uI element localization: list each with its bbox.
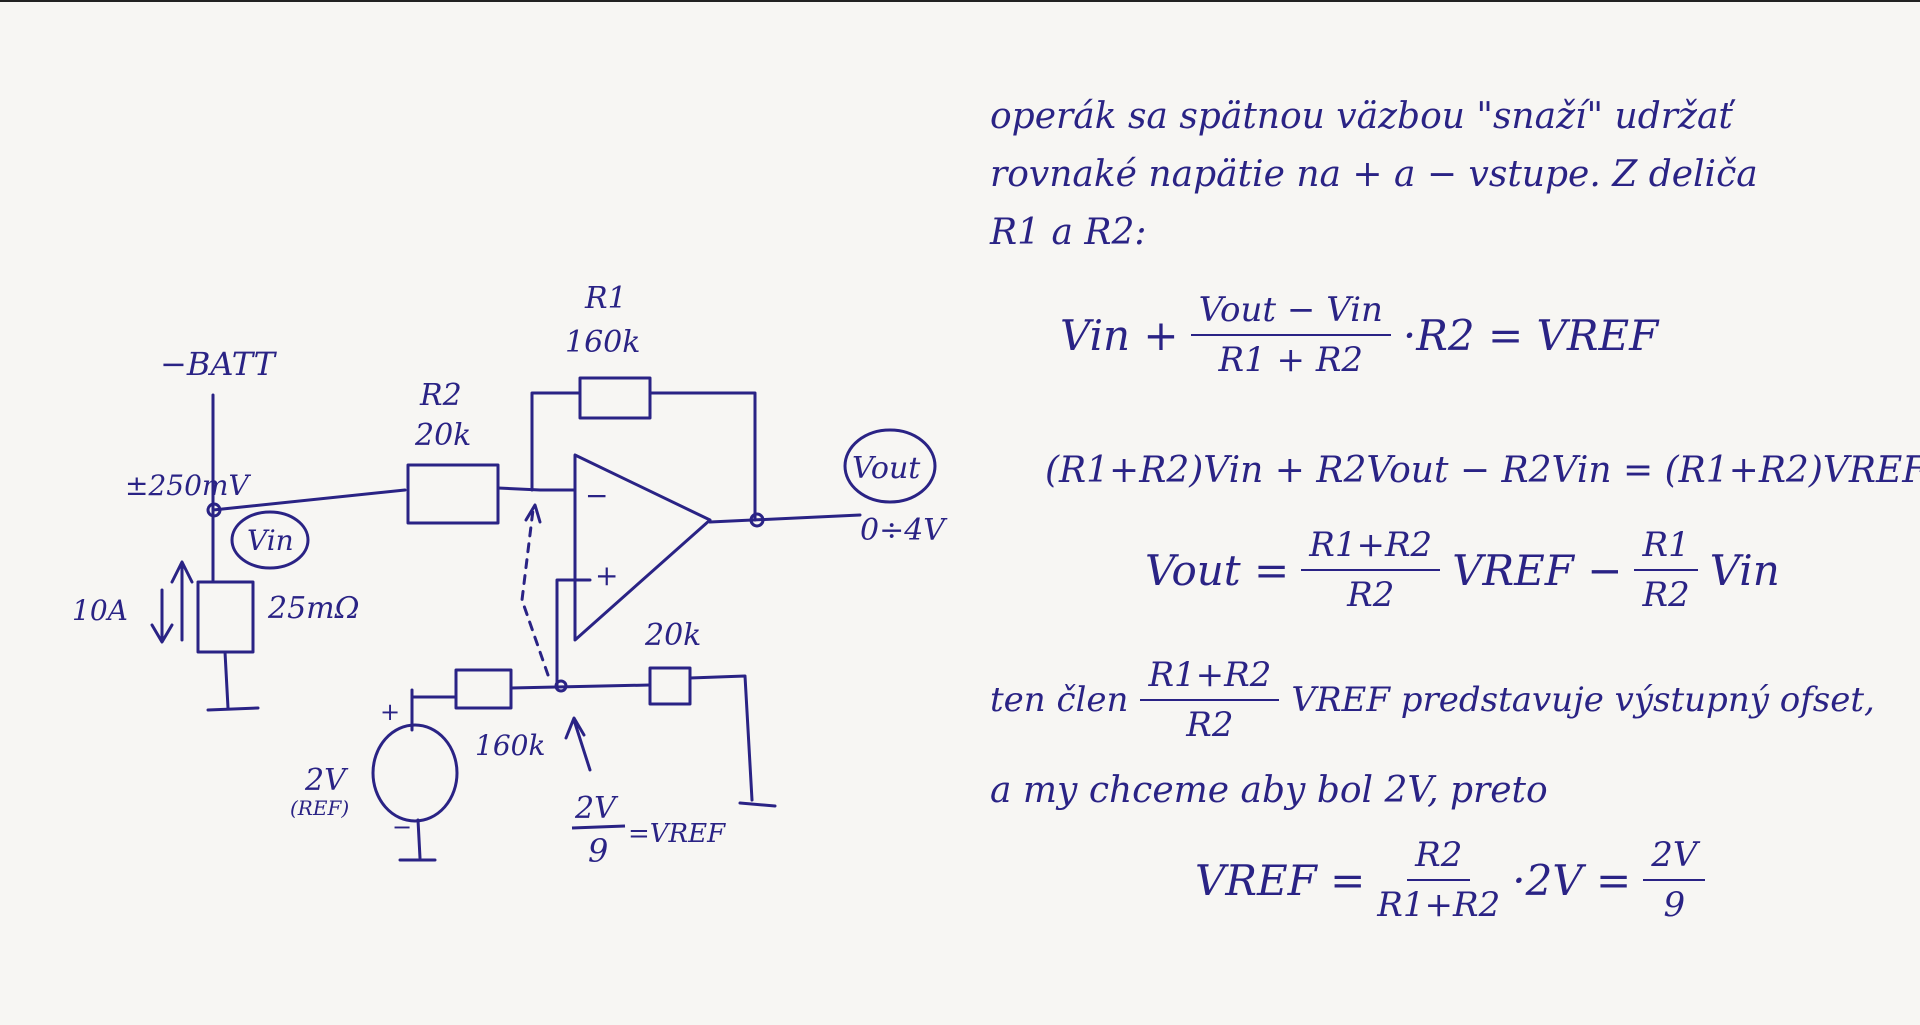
vout-label: Vout [852, 451, 921, 486]
ground-shunt [206, 706, 260, 712]
note-line-1: operák sa spätnou väzbou "snaží" udržať [990, 96, 1733, 137]
vin-label: Vin [247, 524, 294, 557]
equation-4: ten člen R1+R2 R2 VREF predstavuje výstu… [990, 655, 1875, 745]
shunt-label: 25mΩ [267, 591, 360, 626]
output-node [749, 512, 765, 528]
eq6-denominator-2: 9 [1663, 885, 1686, 925]
eq6-fraction-2: 2V 9 [1643, 835, 1706, 925]
divider-wire-mid [509, 683, 652, 690]
equation-6: VREF = R2 R1+R2 ·2V = 2V 9 [1195, 835, 1717, 925]
eq4-pre: ten člen [990, 680, 1129, 720]
ref-minus-label: − [392, 813, 412, 841]
eq4-numerator: R1+R2 [1140, 655, 1280, 701]
div-top-resistor [454, 668, 513, 710]
eq4-post: VREF predstavuje výstupný ofset, [1291, 680, 1875, 720]
ref-plus-label: + [380, 698, 400, 726]
eq6-denominator-1: R1+R2 [1377, 885, 1501, 925]
current-label: 10A [72, 594, 128, 627]
output-wire [708, 513, 862, 524]
eq1-numerator: Vout − Vin [1190, 290, 1391, 336]
ref-source-bottom-wire [416, 818, 422, 860]
vref-arrow [564, 716, 592, 772]
eq3-mid: VREF − [1452, 545, 1623, 595]
eq3-right: Vin [1709, 545, 1780, 595]
eq6-mid: ·2V = [1512, 855, 1632, 905]
eq3-fraction-1: R1+R2 R2 [1301, 525, 1441, 615]
vout-range-label: 0÷4V [860, 513, 948, 548]
eq3-denominator-1: R2 [1347, 575, 1395, 615]
equation-2: (R1+R2)Vin + R2Vout − R2Vin = (R1+R2)VRE… [1045, 450, 1920, 491]
r2-value-label: 20k [414, 418, 471, 453]
note-line-2: rovnaké napätie na + a − vstupe. Z delič… [990, 154, 1758, 195]
batt-label: −BATT [160, 345, 278, 383]
scan-top-edge [0, 0, 1920, 2]
dotted-arrow-head [524, 503, 542, 524]
eq1-denominator: R1 + R2 [1218, 340, 1364, 380]
ref-source-tag-label: (REF) [290, 796, 349, 820]
feedback-wire-right [648, 391, 757, 522]
current-arrow-up [170, 560, 194, 642]
batt-voltage-label: ±250mV [125, 469, 251, 502]
eq3-fraction-2: R1 R2 [1634, 525, 1698, 615]
vref-eq-label: =VREF [628, 819, 726, 849]
vref-frac-line [571, 824, 626, 830]
eq6-fraction-1: R2 R1+R2 [1377, 835, 1500, 925]
equation-3: Vout = R1+R2 R2 VREF − R1 R2 Vin [1145, 525, 1780, 615]
shunt-resistor [196, 580, 255, 654]
eq6-numerator-1: R2 [1407, 835, 1471, 881]
note-line-3: R1 a R2: [990, 212, 1147, 253]
div-bottom-value-label: 20k [644, 618, 701, 653]
equation-5: a my chceme aby bol 2V, preto [990, 770, 1548, 811]
r1-resistor [578, 376, 652, 420]
r1-name-label: R1 [584, 281, 627, 316]
div-top-value-label: 160k [475, 729, 545, 762]
eq4-denominator: R2 [1186, 705, 1234, 745]
vref-num-label: 2V [574, 791, 619, 826]
eq2-text: (R1+R2)Vin + R2Vout − R2Vin = (R1+R2)VRE… [1045, 450, 1920, 491]
vin-node [206, 502, 222, 518]
divider-node [554, 679, 568, 693]
eq4-fraction: R1+R2 R2 [1140, 655, 1280, 745]
r2-name-label: R2 [419, 378, 462, 413]
r2-to-minus-wire [496, 486, 577, 492]
r1-value-label: 160k [565, 325, 640, 360]
eq1-right: ·R2 = VREF [1402, 310, 1659, 360]
eq3-numerator-1: R1+R2 [1301, 525, 1441, 571]
current-arrow-down [150, 588, 174, 644]
vin-circle [230, 510, 310, 570]
ground-right [738, 801, 777, 808]
eq3-denominator-2: R2 [1642, 575, 1690, 615]
eq3-numerator-2: R1 [1634, 525, 1698, 571]
eq6-left: VREF = [1195, 855, 1366, 905]
r2-resistor [406, 463, 500, 525]
eq1-fraction: Vout − Vin R1 + R2 [1190, 290, 1391, 380]
eq6-numerator-2: 2V [1643, 835, 1706, 881]
divider-wire-right [688, 674, 754, 802]
explanation-note: operák sa spätnou väzbou "snaží" udržať … [990, 88, 1850, 262]
shunt-ground-wire [223, 650, 230, 710]
opamp-body [573, 453, 712, 642]
feedback-wire-left [530, 391, 582, 492]
plus-input-wire [555, 578, 592, 687]
ref-source [371, 723, 459, 823]
opamp-plus-label: + [595, 559, 618, 592]
eq1-left: Vin + [1060, 310, 1179, 360]
vref-den-label: 9 [588, 832, 608, 870]
equation-1: Vin + Vout − Vin R1 + R2 ·R2 = VREF [1060, 290, 1658, 380]
dotted-relation [520, 508, 550, 677]
eq3-left: Vout = [1145, 545, 1290, 595]
ref-source-value-label: 2V [304, 763, 349, 798]
vout-circle [843, 428, 937, 504]
divider-wire-left [410, 688, 458, 699]
opamp-minus-label: − [585, 479, 608, 512]
vin-wire [211, 488, 407, 512]
div-bottom-resistor [648, 666, 692, 706]
